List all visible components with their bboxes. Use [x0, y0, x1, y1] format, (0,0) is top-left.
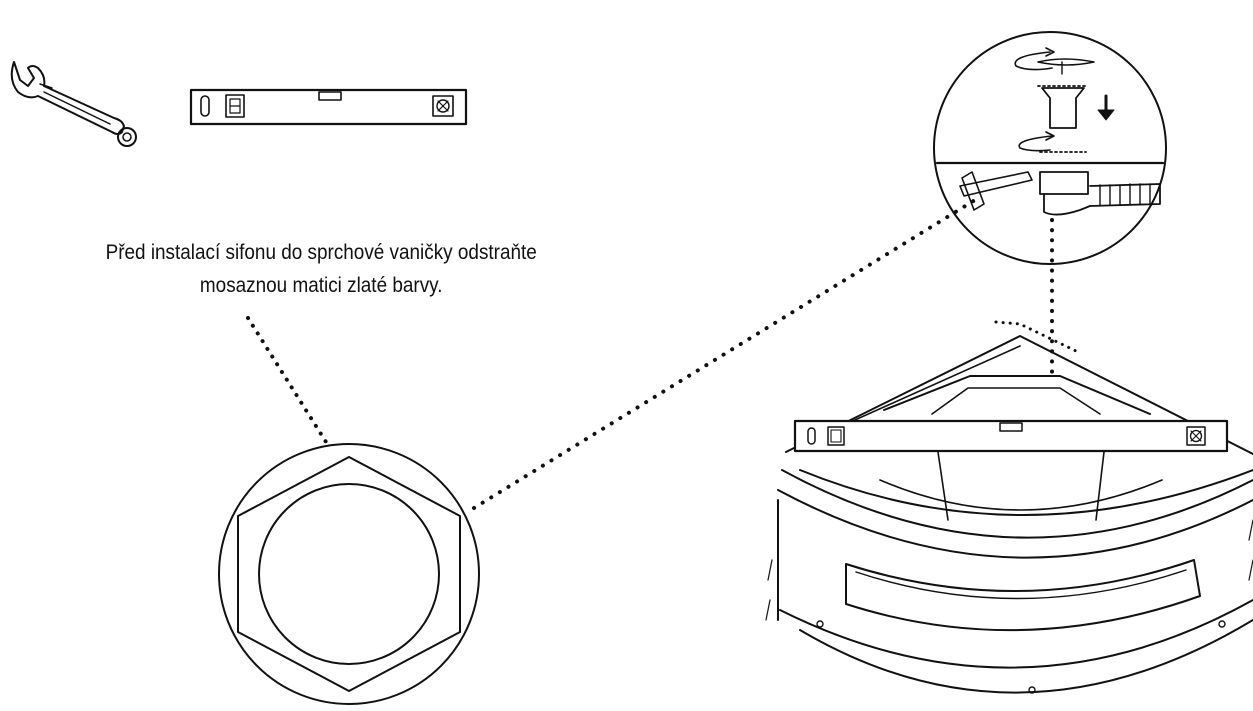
brass-nut-icon: [218, 443, 480, 705]
leader-dots-text-to-nut: [246, 316, 328, 444]
instruction-text: Před instalací sifonu do sprchové vaničk…: [57, 236, 585, 302]
instruction-line-2: mosaznou matici zlaté barvy.: [199, 273, 443, 297]
spirit-level-icon: [189, 88, 468, 126]
leader-dots-nut-to-siphon: [472, 198, 977, 510]
instruction-line-1: Před instalací sifonu do sprchové vaničk…: [105, 240, 537, 264]
siphon-detail-circle: [933, 31, 1167, 265]
wrench-icon: [10, 61, 137, 147]
shower-tray-illustration: [765, 320, 1253, 694]
spirit-level-on-tray-icon: [793, 419, 1229, 453]
